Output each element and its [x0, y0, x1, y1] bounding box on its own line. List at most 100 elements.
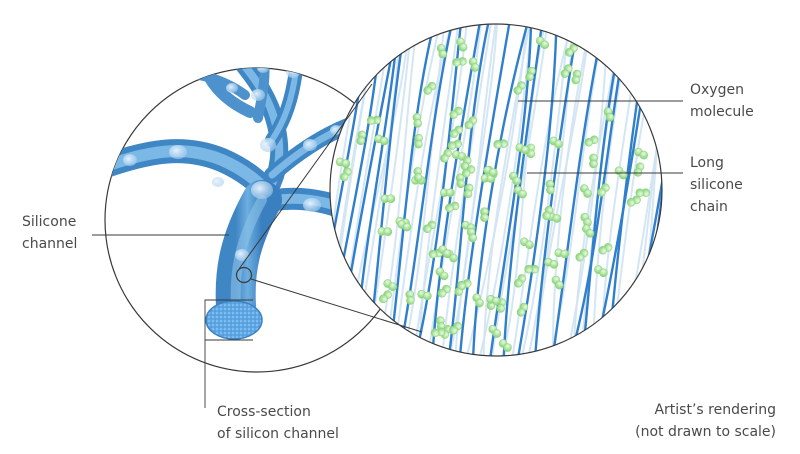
label-channel-line-2: channel	[22, 236, 78, 252]
oxygen-molecule	[571, 69, 582, 85]
oxygen-molecule	[437, 284, 451, 298]
leader-cross-section	[204, 299, 253, 408]
oxygen-molecule	[455, 173, 466, 189]
faint-fiber	[475, 24, 534, 356]
oxygen-molecule	[545, 179, 555, 195]
oxygen-molecule	[542, 205, 554, 220]
oxygen-molecule	[449, 321, 462, 335]
oxygen-molecule	[405, 290, 415, 305]
oxygen-molecule	[635, 188, 651, 198]
oxygen-molecule	[498, 339, 512, 352]
oxygen-molecule	[560, 64, 573, 78]
cross-section-cap	[205, 300, 263, 340]
oxygen-molecule	[544, 257, 559, 269]
oxygen-molecule	[493, 139, 508, 149]
oxygen-molecule	[535, 36, 550, 50]
connector-lower	[250, 278, 423, 333]
label-cross-line-2: of silicon channel	[217, 426, 339, 442]
oxygen-molecule	[423, 220, 437, 234]
oxygen-molecule	[579, 184, 592, 198]
silicone-chain	[445, 24, 493, 356]
oxygen-molecule	[597, 183, 610, 197]
oxygen-molecule	[513, 185, 527, 199]
leader-lines	[92, 100, 683, 408]
label-chain-line-2: silicone	[690, 177, 743, 193]
oxygen-molecule	[463, 183, 474, 199]
oxygen-molecule	[516, 302, 529, 317]
label-oxygen-line-2: molecule	[690, 104, 754, 120]
oxygen-molecule	[486, 294, 501, 306]
oxygen-molecule	[581, 224, 595, 238]
faint-fiber	[425, 24, 484, 356]
label-cross-section: Cross-section of silicon channel	[217, 401, 339, 445]
oxygen-molecule	[509, 171, 522, 186]
label-chain-line-3: chain	[690, 199, 728, 215]
oxygen-molecule	[468, 57, 480, 72]
oxygen-molecule	[551, 275, 564, 290]
oxygen-molecule	[464, 116, 478, 130]
oxygen-molecule	[339, 167, 352, 182]
oxygen-molecule	[483, 165, 498, 177]
oxygen-molecule	[397, 220, 412, 232]
label-oxygen-line-1: Oxygen	[690, 82, 744, 98]
faint-fiber	[482, 24, 534, 356]
oxygen-molecule	[445, 201, 460, 213]
oxygen-molecule	[430, 327, 446, 338]
oxygen-molecule	[466, 227, 478, 243]
oxygen-molecule	[438, 245, 452, 258]
label-artists-rendering: Artist’s rendering (not drawn to scale)	[590, 399, 776, 443]
oxygen-molecule	[440, 148, 452, 163]
oxygen-molecule	[435, 267, 449, 281]
oxygen-molecule	[379, 290, 392, 304]
label-render-line-2: (not drawn to scale)	[635, 424, 776, 440]
oxygen-molecule	[525, 66, 536, 82]
silicone-chain	[514, 24, 558, 356]
connector-upper	[238, 83, 373, 270]
oxygen-molecule	[603, 107, 615, 122]
label-oxygen-molecule: Oxygen molecule	[690, 79, 754, 123]
oxygen-molecule	[480, 207, 489, 222]
oxygen-molecule	[513, 81, 526, 95]
oxygen-molecule	[366, 115, 382, 125]
faint-fiber	[416, 24, 462, 356]
oxygen-molecules	[335, 36, 651, 352]
oxygen-molecule	[626, 195, 641, 207]
oxygen-molecule	[414, 133, 423, 149]
oxygen-molecule	[520, 237, 534, 250]
oxygen-molecule	[554, 248, 570, 259]
oxygen-molecule	[413, 167, 423, 182]
oxygen-molecule	[633, 162, 645, 177]
oxygen-molecule	[472, 293, 484, 308]
oxygen-molecule	[564, 43, 578, 57]
oxygen-molecule	[515, 143, 530, 155]
oxygen-molecule	[356, 130, 367, 146]
oxygen-molecule	[439, 188, 455, 197]
oxygen-molecule	[449, 125, 463, 138]
oxygen-molecule	[634, 147, 648, 160]
oxygen-molecule	[449, 106, 463, 119]
magnifier-loop	[235, 266, 253, 284]
oxygen-molecule	[452, 57, 467, 67]
oxygen-molecule	[412, 113, 422, 128]
oxygen-molecule	[436, 43, 447, 59]
label-render-line-1: Artist’s rendering	[654, 402, 776, 418]
oxygen-molecule	[374, 134, 389, 146]
oxygen-molecule	[423, 81, 437, 95]
right-circle-outline	[329, 23, 663, 357]
oxygen-molecule	[380, 194, 396, 204]
label-chain-line-1: Long	[690, 155, 724, 171]
silicone-chain	[457, 24, 513, 356]
oxygen-molecule	[456, 37, 468, 52]
oxygen-molecule	[575, 248, 589, 262]
oxygen-molecule	[513, 274, 527, 288]
oxygen-molecule	[447, 139, 463, 150]
oxygen-molecule	[524, 264, 539, 274]
oxygen-molecule	[461, 165, 476, 178]
oxygen-molecule	[488, 324, 502, 338]
label-cross-line-1: Cross-section	[217, 404, 311, 420]
oxygen-molecule	[584, 135, 599, 147]
oxygen-molecule	[598, 243, 613, 255]
faint-fiber	[509, 24, 577, 356]
